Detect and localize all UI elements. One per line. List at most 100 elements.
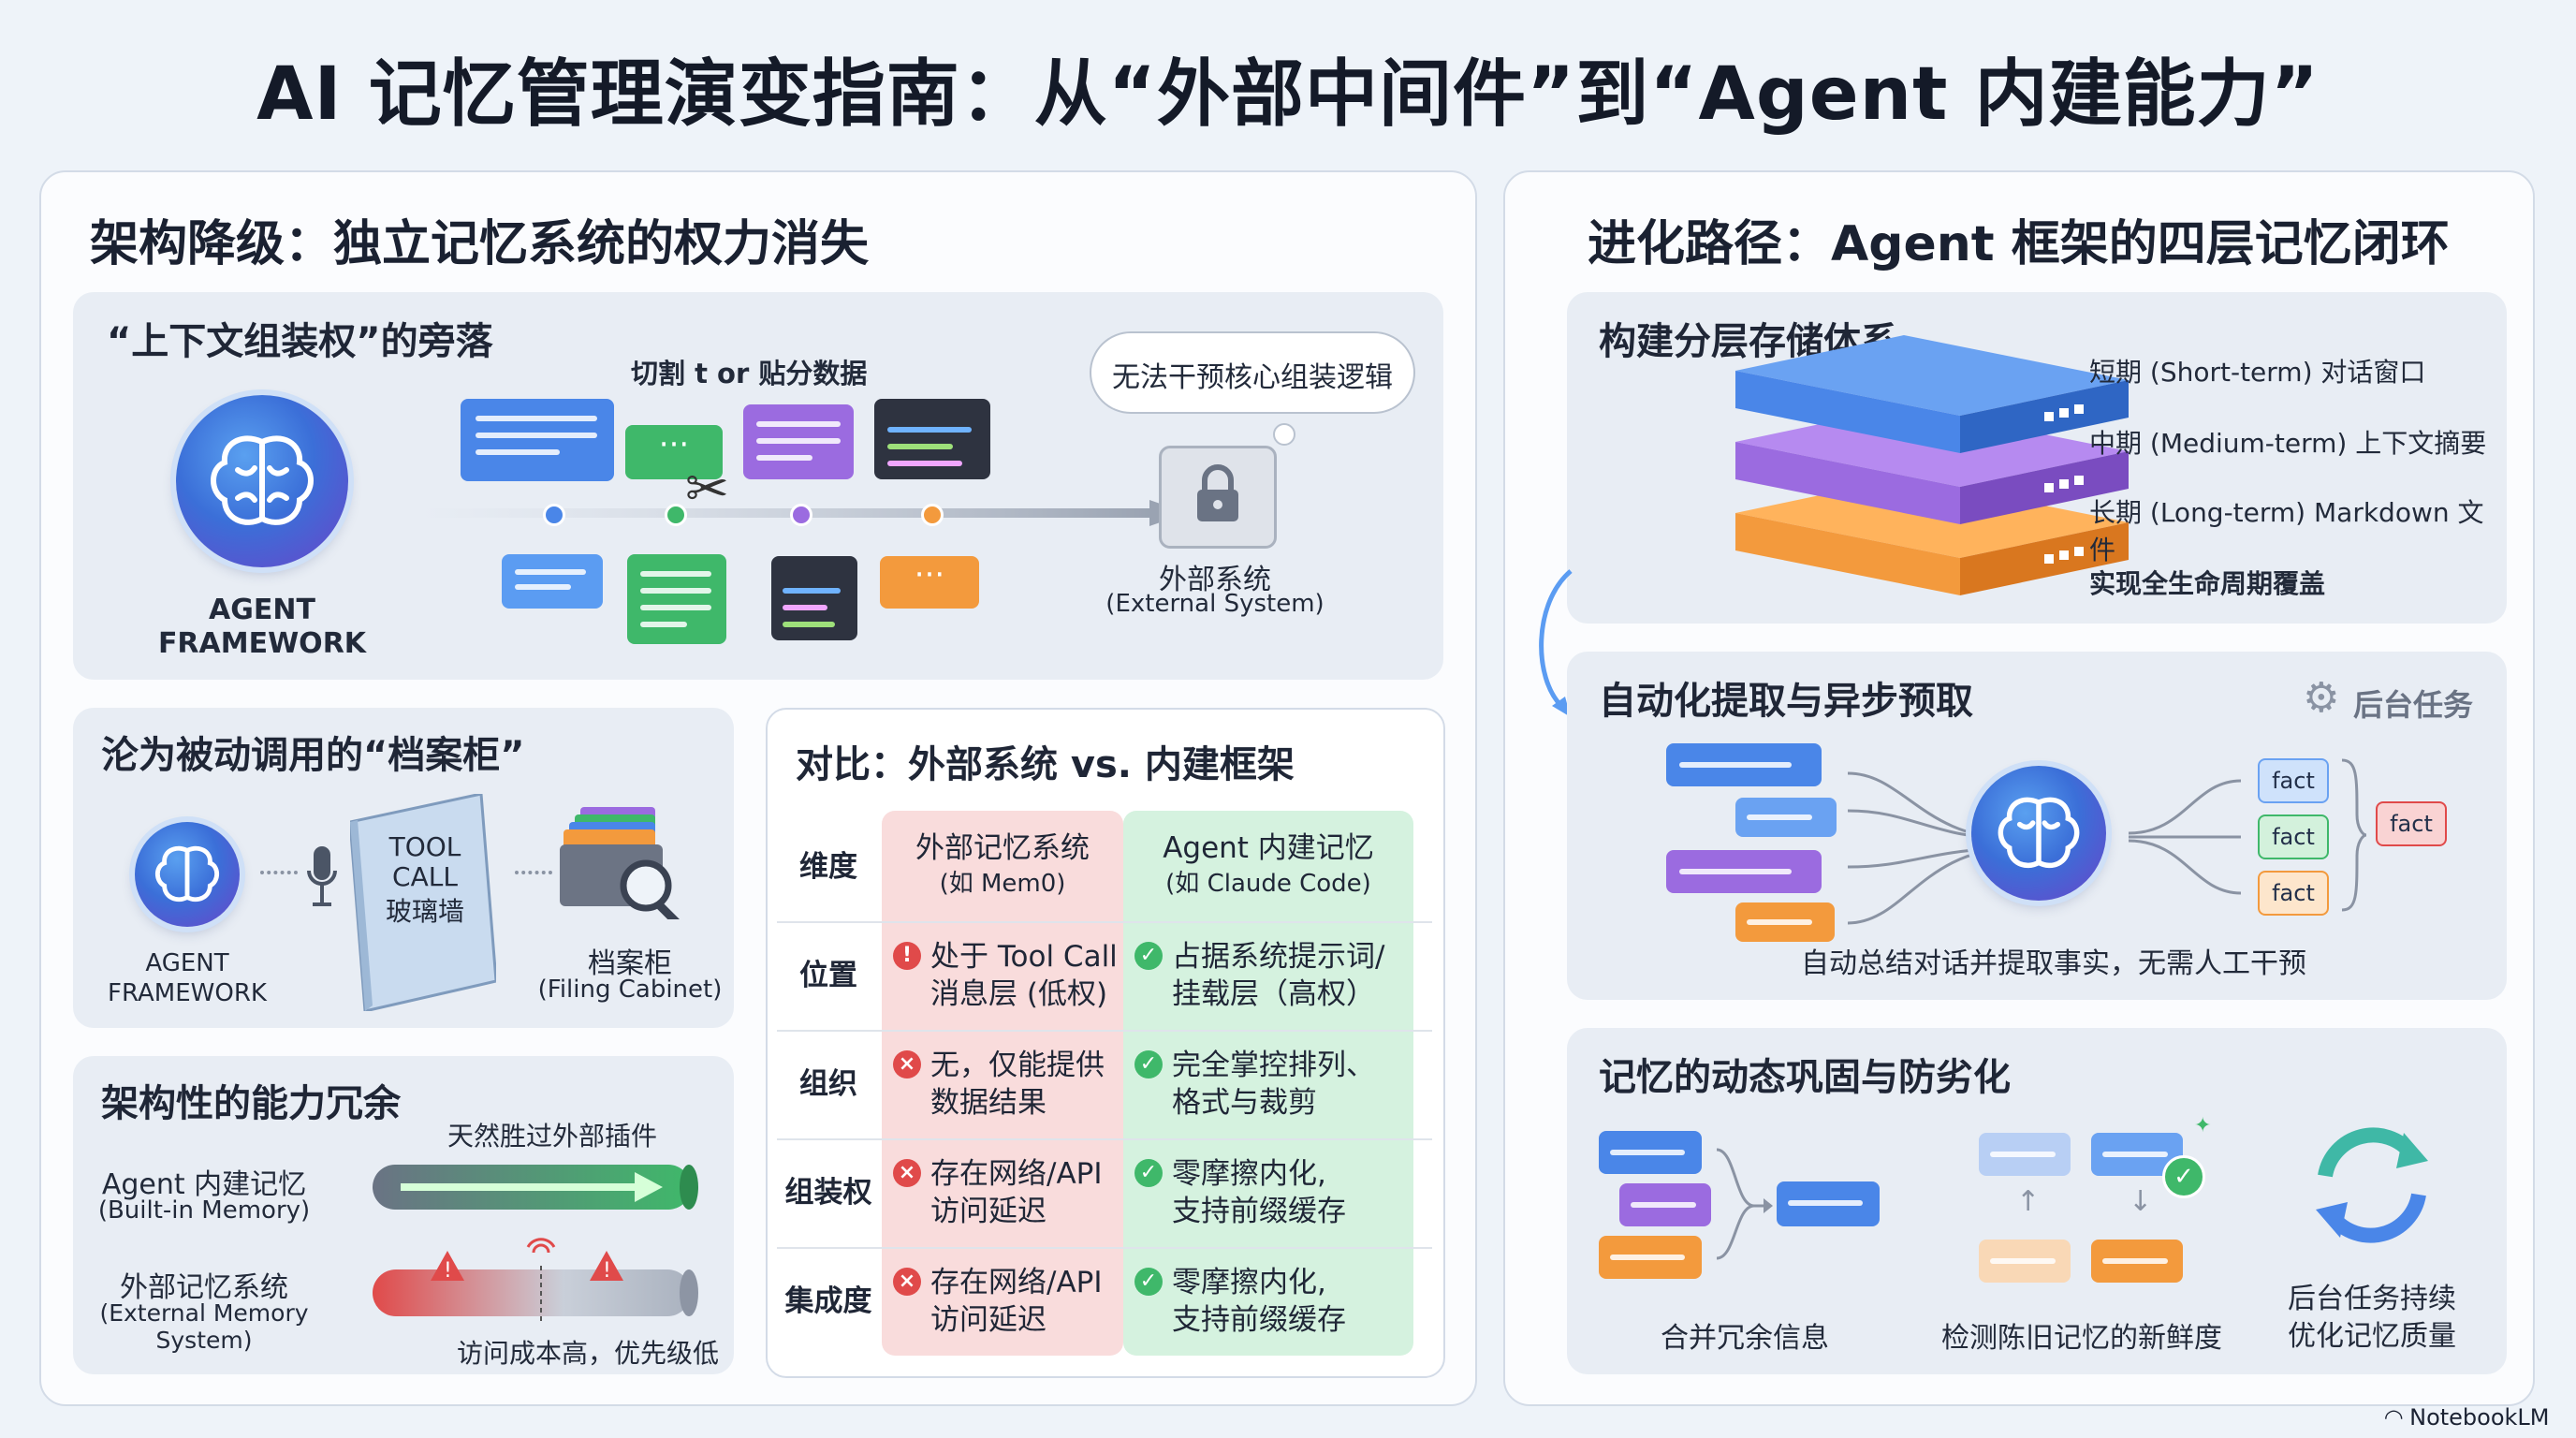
glass-wall [348,792,498,1013]
page-title: AI 记忆管理演变指南：从“外部中间件”到“Agent 内建能力” [256,52,2320,137]
external-label-line1: 外部系统 [1159,564,1271,596]
cross-icon: × [893,1159,921,1187]
message-bubble: ··· [625,425,723,479]
brace [2340,758,2368,912]
message-bubble [1619,1183,1711,1226]
lock-icon [1159,446,1277,549]
message-bubble [502,554,603,609]
check-icon: ✓ [1134,942,1163,970]
message-bubble [1735,798,1837,837]
message-bubble: ··· [880,556,979,609]
merge-arrow [1716,1131,1773,1281]
check-icon: ✓ [1134,1159,1163,1187]
header-external-1: 外部记忆系统 [915,831,1090,865]
message-bubble [743,404,854,479]
optimize-label-line2: 优化记忆质量 [2288,1320,2456,1353]
row-internal-2: 支持前缀缓存 [1172,1303,1346,1337]
glass-label-line2: CALL [392,861,458,892]
gear-icon: ⚙ [2303,674,2340,722]
cabinet-label-line2: (Filing Cabinet) [537,976,723,1004]
sparkle-icon: ✦ [2194,1114,2212,1137]
row-internal-2: 挂载层（高权） [1172,977,1375,1011]
code-bubble [874,399,990,479]
background-task-label: 后台任务 [2353,687,2474,723]
check-badge-icon: ✓ [2162,1155,2205,1198]
row-dimension: 集成度 [784,1284,872,1318]
builtin-pipe [363,1159,700,1215]
external-memory-label-line2: (External Memory System) [99,1299,309,1354]
row-internal-2: 支持前缀缓存 [1172,1195,1346,1228]
message-bubble [1666,743,1822,786]
row-dimension: 位置 [799,959,857,992]
thought-text: 无法干预核心组装逻辑 [1112,361,1393,394]
cabinet-label-line1: 档案柜 [588,947,672,980]
row-internal-1: 零摩擦内化, [1172,1266,1326,1299]
agent-label-line2: FRAMEWORK [108,979,267,1007]
microphone-icon [307,846,337,914]
layer-medium-label: 中期 (Medium-term) 上下文摘要 [2089,428,2487,459]
layer-long-label: 长期 (Long-term) Markdown 文件 [2089,497,2484,565]
builtin-label-line2: (Built-in Memory) [97,1196,311,1225]
fact-chip-merged: fact [2376,801,2447,846]
redundancy-section: 架构性的能力冗余 天然胜过外部插件 Agent 内建记忆 (Built-in M… [73,1056,734,1374]
left-heading: 架构降级：独立记忆系统的权力消失 [90,216,870,272]
header-internal-1: Agent 内建记忆 [1163,831,1374,865]
filing-cabinet-icon [560,807,700,931]
check-icon: ✓ [1134,1268,1163,1296]
row-dimension: 组织 [799,1067,857,1101]
merge-label: 合并冗余信息 [1661,1322,1829,1355]
context-heading: “上下文组装权”的旁落 [107,320,493,363]
row-internal-2: 格式与裁剪 [1172,1086,1317,1120]
header-internal-2: (如 Claude Code) [1165,870,1371,898]
layer-short-label: 短期 (Short-term) 对话窗口 [2089,357,2426,388]
message-bubble [1666,850,1822,893]
message-bubble [1599,1236,1702,1279]
check-icon: ✓ [1134,1050,1163,1078]
row-internal-1: 零摩擦内化, [1172,1157,1326,1191]
glass-label-line1: TOOL [388,831,461,862]
down-arrow-icon: ↓ [2129,1185,2153,1218]
row-dimension: 组装权 [784,1176,872,1210]
header-external-2: (如 Mem0) [939,870,1066,898]
lifecycle-label: 实现全生命周期覆盖 [2089,568,2326,599]
code-bubble [771,556,857,640]
brand-label: NotebookLM [2409,1404,2550,1431]
cut-data-label: 切割 t or 贴分数据 [631,358,868,389]
consolidate-section: 记忆的动态巩固与防劣化 合并冗余信息 ✓ ✦ ↑ ↓ 检测陈旧记忆的新鲜度 后台… [1567,1028,2507,1374]
row-internal-1: 占据系统提示词/ [1172,940,1385,974]
timeline-dot [790,504,812,526]
stale-bubble [1979,1240,2071,1283]
cross-icon: × [893,1050,921,1078]
row-external-2: 访问延迟 [930,1303,1046,1337]
timeline-dot [665,504,687,526]
row-external-1: 存在网络/API [930,1157,1103,1191]
right-panel: 进化路径：Agent 框架的四层记忆闭环 构建分层存储体系 短期 (Short-… [1503,170,2535,1406]
internal-column [1123,811,1413,1356]
left-panel: 架构降级：独立记忆系统的权力消失 “上下文组装权”的旁落 AGENT FRAME… [39,170,1477,1406]
builtin-label-line1: Agent 内建记忆 [101,1168,307,1201]
row-external-2: 消息层 (低权) [930,977,1108,1011]
stale-bubble [1979,1133,2071,1176]
timeline-dot [921,504,944,526]
fact-chip: fact [2258,758,2329,803]
consolidate-heading: 记忆的动态巩固与防劣化 [1599,1056,2011,1099]
extract-section: 自动化提取与异步预取 ⚙ 后台任务 fact fact fact fact 自动… [1567,652,2507,1000]
external-label-line2: (External System) [1105,590,1325,618]
loop-arrow-icon [1524,565,1580,725]
scissors-icon: ✂ [685,459,729,520]
diverge-arrows [2128,762,2250,912]
compare-heading: 对比：外部系统 vs. 内建框架 [796,743,1295,786]
message-bubble [1599,1131,1702,1174]
refresh-icon [2306,1120,2437,1251]
fresh-bubble [2091,1240,2183,1283]
row-external-1: 存在网络/API [930,1266,1103,1299]
row-external-1: 处于 Tool Call [930,940,1118,974]
agent-label-line2: FRAMEWORK [157,627,367,660]
warning-icon: ! [893,942,921,970]
archive-heading: 沦为被动调用的“档案柜” [101,734,525,777]
archive-section: 沦为被动调用的“档案柜” AGENT FRAMEWORK TOOL CALL 玻… [73,708,734,1028]
header-dimension: 维度 [799,850,857,884]
row-external-1: 无，仅能提供 [930,1049,1105,1082]
svg-text:!: ! [603,1259,611,1283]
fact-chip: fact [2258,814,2329,859]
